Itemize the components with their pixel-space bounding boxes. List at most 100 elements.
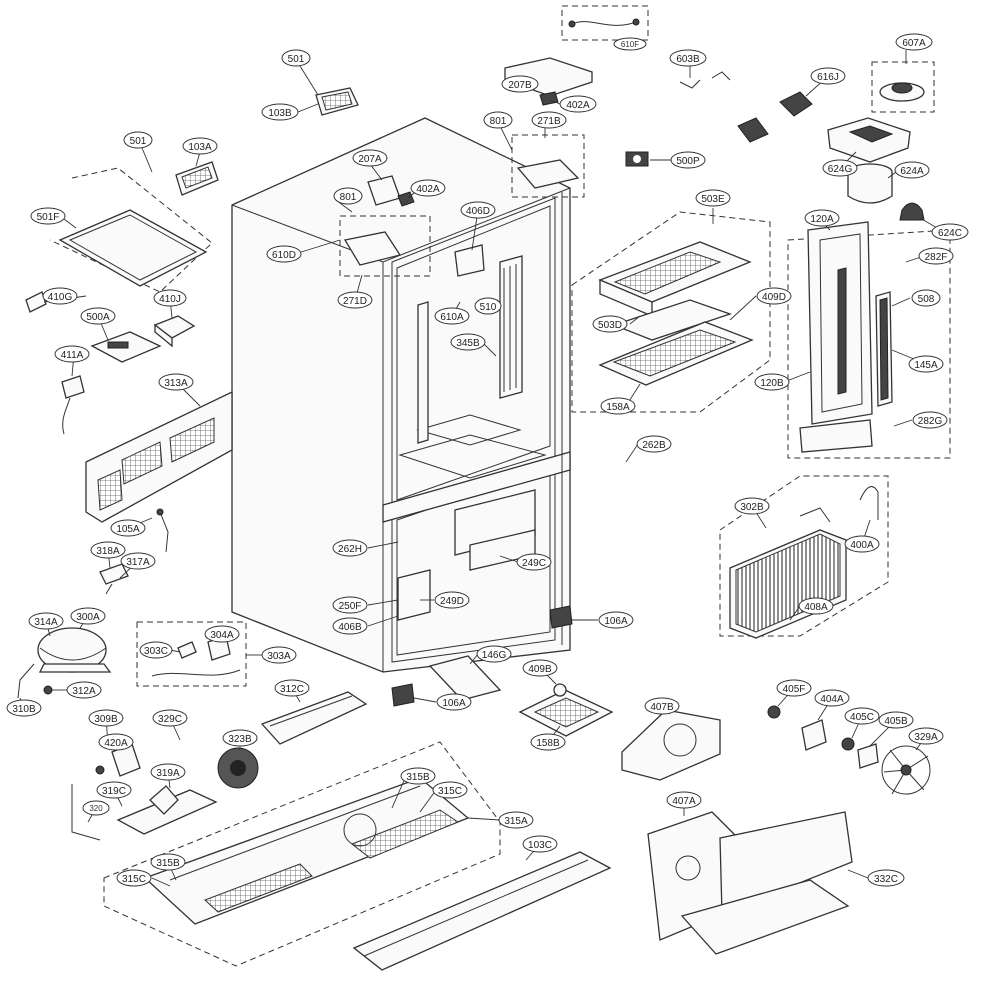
label-158b: 158B	[536, 738, 560, 749]
callout-405f	[776, 679, 812, 697]
callout-282g	[912, 411, 948, 429]
callout-207a	[352, 149, 388, 167]
sensor-500p	[625, 151, 649, 167]
callout-250f	[332, 596, 368, 614]
callout-145a	[908, 355, 944, 373]
callout-262h	[332, 539, 368, 557]
water-valve-607a	[871, 61, 935, 113]
label-406d: 406D	[466, 206, 490, 217]
label-332c: 332C	[874, 874, 898, 885]
hinge-271b	[511, 134, 585, 198]
label-411a: 411A	[61, 350, 84, 361]
callout-319a	[150, 763, 186, 781]
label-120b: 120B	[760, 378, 784, 389]
heater-400a	[859, 486, 879, 520]
callout-801-mid	[333, 187, 363, 205]
label-249d: 249D	[440, 596, 464, 607]
label-282f: 282F	[925, 252, 948, 263]
label-249c: 249C	[522, 558, 546, 569]
callout-315a	[498, 811, 534, 829]
callout-315c-bottom	[116, 869, 152, 887]
callout-603b	[669, 49, 707, 67]
label-329c: 329C	[158, 714, 182, 725]
callout-402a-top	[559, 95, 597, 113]
label-262b: 262B	[642, 440, 666, 451]
refrigerator-cabinet	[231, 117, 571, 673]
callout-312a	[66, 681, 102, 699]
label-616j: 616J	[817, 72, 839, 83]
callout-410g	[42, 287, 78, 305]
label-510: 510	[480, 302, 497, 313]
callout-410j	[153, 289, 187, 307]
label-410g: 410G	[48, 292, 73, 303]
pcb-500a	[90, 331, 162, 363]
label-402a-top: 402A	[566, 100, 590, 111]
label-404a: 404A	[820, 694, 844, 705]
callout-501-left	[123, 131, 153, 149]
duct-146g	[428, 655, 502, 701]
callout-158a	[600, 397, 636, 415]
tubing-105a	[156, 508, 169, 553]
callout-500p	[670, 151, 706, 169]
plug-410g	[25, 291, 47, 313]
filter-housing-503e	[571, 211, 771, 413]
label-315a: 315A	[504, 816, 528, 827]
label-146g: 146G	[482, 650, 507, 661]
label-610f: 610F	[621, 40, 639, 49]
callout-271b	[531, 111, 567, 129]
label-313a: 313A	[164, 378, 188, 389]
fan-blade-329a	[881, 745, 931, 795]
callout-labels: 610F 603B 607A 501 207B 402A 616J 103B 8…	[6, 33, 969, 887]
callout-500a	[80, 307, 116, 325]
auger-624c	[899, 202, 925, 221]
label-319c: 319C	[102, 786, 126, 797]
callout-282f	[918, 247, 954, 265]
label-402a-mid: 402A	[416, 184, 440, 195]
cover-158b	[518, 683, 614, 737]
label-145a: 145A	[914, 360, 938, 371]
label-503d: 503D	[598, 320, 622, 331]
fan-shroud-407a-332c	[647, 811, 853, 955]
callout-404a	[814, 689, 850, 707]
callout-607a	[895, 33, 933, 51]
module-410j	[153, 315, 196, 348]
label-409b: 409B	[528, 664, 552, 675]
label-500a: 500A	[86, 312, 110, 323]
callout-158b	[530, 733, 566, 751]
label-801-mid: 801	[340, 192, 357, 203]
label-312a: 312A	[72, 686, 96, 697]
label-323b: 323B	[228, 734, 252, 745]
label-303c: 303C	[144, 646, 168, 657]
label-103a: 103A	[188, 142, 212, 153]
back-cover-313a	[85, 390, 233, 523]
top-cover-103b	[315, 87, 359, 116]
callout-503d	[592, 315, 628, 333]
front-grille-103c	[352, 851, 612, 971]
label-106a-right: 106A	[604, 616, 628, 627]
callout-207b	[501, 75, 539, 93]
callout-103b	[261, 103, 299, 121]
label-610d: 610D	[272, 250, 296, 261]
ice-bucket-624g	[827, 117, 911, 163]
callout-300a	[70, 607, 106, 625]
callout-409d	[756, 287, 792, 305]
callout-329c	[152, 709, 188, 727]
callout-103c	[522, 835, 558, 853]
label-317a: 317A	[126, 557, 150, 568]
label-320: 320	[89, 804, 103, 813]
label-314a: 314A	[34, 617, 58, 628]
callout-406d	[460, 201, 496, 219]
cover-103a	[175, 161, 219, 196]
label-329a: 329A	[914, 732, 938, 743]
label-315b-bottom: 315B	[156, 858, 180, 869]
callout-510	[474, 297, 502, 315]
compressor-300a	[37, 627, 112, 673]
callout-624g	[822, 159, 858, 177]
callout-408a	[798, 597, 834, 615]
auger-motor-624a	[847, 163, 893, 204]
callout-310b	[6, 699, 42, 717]
label-406b: 406B	[338, 622, 362, 633]
callout-315b-bottom	[150, 853, 186, 871]
callout-304a	[204, 625, 240, 643]
label-318a: 318A	[96, 546, 120, 557]
